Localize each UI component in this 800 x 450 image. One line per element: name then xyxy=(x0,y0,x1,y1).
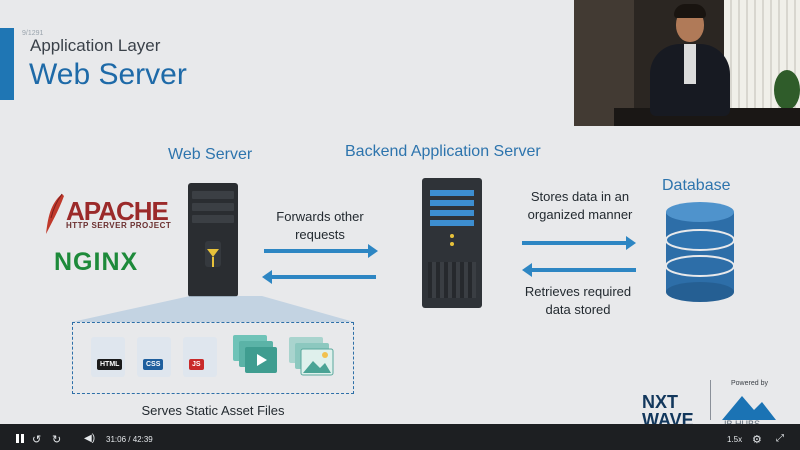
css-file-icon: CSS xyxy=(137,337,171,377)
forward-icon[interactable]: ↻ xyxy=(52,434,62,446)
ibhubs-mountain-icon xyxy=(722,396,776,420)
apache-feather-icon xyxy=(46,193,64,234)
time-separator: / xyxy=(128,435,131,444)
retrieve-arrow-icon xyxy=(522,263,636,277)
store-arrow-icon xyxy=(522,236,636,250)
duration: 42:39 xyxy=(132,435,153,444)
html-file-icon: HTML xyxy=(91,337,125,377)
assets-caption: Serves Static Asset Files xyxy=(141,403,285,418)
database-icon xyxy=(665,202,735,302)
backend-heading: Backend Application Server xyxy=(345,143,541,160)
stores-caption: Stores data in an organized manner xyxy=(527,189,633,222)
pause-icon[interactable] xyxy=(16,434,19,443)
slide-id: 9/1291 xyxy=(22,30,44,37)
title-accent-bar xyxy=(0,28,14,100)
rewind-icon[interactable]: ↺ xyxy=(32,434,42,446)
image-files-icon xyxy=(289,337,334,376)
time-display: 31:06 / 42:39 xyxy=(106,435,153,444)
js-tag: JS xyxy=(189,359,204,370)
speed-button[interactable]: 1.5x xyxy=(727,435,743,444)
static-assets-box: HTML CSS JS xyxy=(72,322,354,394)
apache-logo: APACHE xyxy=(66,196,169,226)
settings-gear-icon[interactable]: ⚙ xyxy=(752,434,762,446)
asset-connector xyxy=(72,296,354,322)
webcam-inset xyxy=(574,0,800,126)
js-file-icon: JS xyxy=(183,337,217,377)
retrieves-caption: Retrieves required data stored xyxy=(524,284,632,317)
forward-arrow-icon xyxy=(264,244,378,258)
volume-icon[interactable]: ◀) xyxy=(84,433,96,444)
css-tag: CSS xyxy=(143,359,164,370)
nginx-logo: NGINX xyxy=(54,248,139,276)
fullscreen-icon[interactable]: ⤢ xyxy=(776,433,784,444)
web-server-icon xyxy=(188,183,238,297)
return-arrow-icon xyxy=(262,270,376,284)
html-tag: HTML xyxy=(97,359,123,370)
powered-by-label: Powered by xyxy=(731,380,768,387)
slide-title: Web Server xyxy=(29,58,187,91)
current-time: 31:06 xyxy=(106,435,127,444)
brand-divider xyxy=(710,380,711,420)
backend-server-icon xyxy=(422,178,482,308)
apache-logo-subtitle: HTTP SERVER PROJECT xyxy=(66,221,172,230)
video-files-icon xyxy=(233,335,277,373)
slide-subtitle: Application Layer xyxy=(30,36,161,55)
database-heading: Database xyxy=(662,177,731,194)
pause-icon-bar xyxy=(21,434,24,443)
player-controls xyxy=(0,424,800,450)
web-server-heading: Web Server xyxy=(168,146,253,163)
forwards-caption: Forwards other requests xyxy=(276,209,364,242)
